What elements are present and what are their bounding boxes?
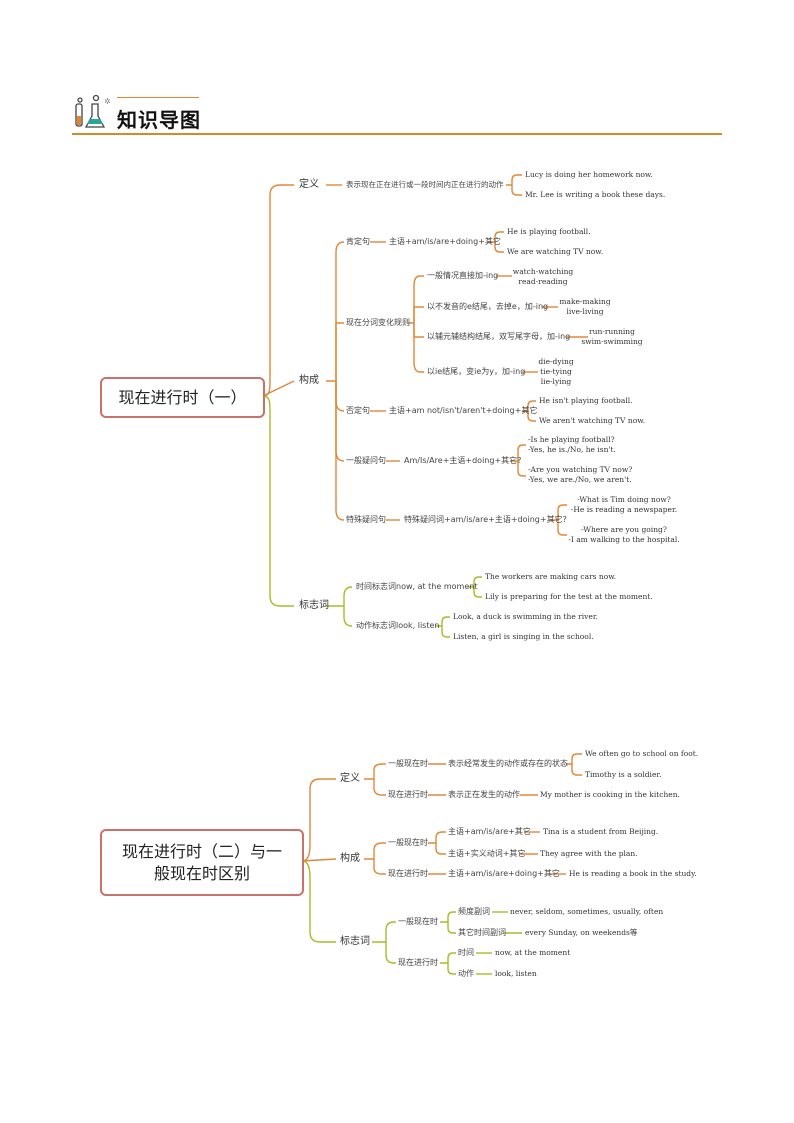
map2-def-gen: 一般现在时 [388,759,428,768]
map1-sig-time-ex2: Lily is preparing for the test at the mo… [485,592,653,601]
example-line: -I am walking to the hospital. [568,535,680,544]
map2-sig-prog-k2: 动作 [458,969,474,978]
map2-form-prog-rule: 主语+am/is/are+doing+其它 [448,869,560,878]
map1-sig-act-ex2: Listen, a girl is singing in the school. [453,632,594,641]
map1-aff-label: 肯定句 [346,237,370,246]
map2-sig-gen-v2: every Sunday, on weekends等 [525,928,638,937]
example-word: make-making [559,297,611,306]
map1-neg-ex1: He isn't playing football. [539,396,633,405]
map1-aff-ex2: We are watching TV now. [507,247,604,256]
map2-form-gen: 一般现在时 [388,838,428,847]
map1-part-r3-ex: run-running swim-swimming [578,327,646,347]
page-title: 知识导图 [117,108,201,132]
map1-neg-rule: 主语+am not/isn't/aren't+doing+其它 [389,406,538,415]
map2-form-gen-r1: 主语+am/is/are+其它 [448,827,531,836]
map1-root-label: 现在进行时（一） [118,387,247,407]
example-line: -He is reading a newspaper. [570,505,678,514]
map1-part-r3: 以辅元辅结构结尾，双写尾字母，加-ing [427,332,571,341]
map1-part-r2: 以不发音的e结尾，去掉e，加-ing [427,302,549,311]
map2-root: 现在进行时（二）与一 般现在时区别 [100,829,304,896]
map1-wh-rule: 特殊疑问词+am/is/are+主语+doing+其它? [404,515,567,524]
map2-form-gen-ex2: They agree with the plan. [540,849,638,858]
example-word: lie-lying [540,377,572,386]
example-line: -Yes, he is./No, he isn't. [528,445,616,454]
map2-sig-prog-v2: look, listen [495,969,537,978]
map1-form-label: 构成 [299,375,319,386]
map1-q-rule: Am/Is/Are+主语+doing+其它? [404,456,522,465]
map1-wh-ex: -What is Tim doing now? -He is reading a… [566,495,682,545]
map2-def-gen-ex2: Timothy is a soldier. [585,770,662,779]
map1-part-r1-ex: watch-watching read-reading [508,267,578,287]
map2-form-prog: 现在进行时 [388,869,428,878]
example-line: -What is Tim doing now? [577,495,671,504]
map2-def-label: 定义 [340,773,360,784]
map1-part-label: 现在分词变化规则 [346,318,410,327]
map2-def-gen-desc: 表示经常发生的动作或存在的状态 [448,759,568,768]
map2-def-gen-ex1: We often go to school on foot. [585,749,699,758]
map1-part-r4-ex: die-dying tie-tying lie-lying [530,357,582,387]
map1-def-desc: 表示现在正在进行或一段时间内正在进行的动作 [346,180,504,189]
map1-sig-label: 标志词 [299,600,329,611]
map2-form-label: 构成 [340,853,360,864]
map1-sig-time-ex1: The workers are making cars now. [485,572,617,581]
example-word: run-running [589,327,635,336]
map2-sig-prog-k1: 时间 [458,948,474,957]
map2-sig-gen-v1: never, seldom, sometimes, usually, often [510,907,664,916]
example-word: read-reading [518,277,568,286]
map2-def-prog: 现在进行时 [388,790,428,799]
map1-sig-time: 时间标志词now, at the moment [356,582,478,591]
map1-neg-label: 否定句 [346,406,370,415]
example-word: tie-tying [540,367,572,376]
example-word: watch-watching [512,267,574,276]
map2-sig-prog: 现在进行时 [398,958,438,967]
map1-neg-ex2: We aren't watching TV now. [539,416,646,425]
header-rule [72,133,722,135]
map2-sig-prog-v1: now, at the moment [495,948,571,957]
map2-root-line1: 现在进行时（二）与一 [121,841,282,861]
map1-q-ex: -Is he playing football? -Yes, he is./No… [528,435,632,485]
map2-form-prog-ex: He is reading a book in the study. [569,869,697,878]
map1-def-label: 定义 [299,179,319,190]
map1-part-r1: 一般情况直接加-ing [427,271,499,280]
map1-def-ex2: Mr. Lee is writing a book these days. [525,190,666,199]
example-line: -Yes, we are./No, we aren't. [528,475,632,484]
map2-sig-gen-k2: 其它时间副词 [458,928,506,937]
map2-def-prog-ex: My mother is cooking in the kitchen. [540,790,680,799]
header-top-rule [117,97,199,98]
map2-sig-gen-k1: 频度副词 [458,907,490,916]
map2-sig-label: 标志词 [340,936,370,947]
map2-form-gen-r2: 主语+实义动词+其它 [448,849,526,858]
map1-def-ex1: Lucy is doing her homework now. [525,170,653,179]
map1-root: 现在进行时（一） [100,377,265,418]
map1-part-r4: 以ie结尾，变ie为y，加-ing [427,367,526,376]
example-line: -Is he playing football? [528,435,615,444]
example-line: -Where are you going? [581,525,667,534]
example-word: live-living [566,307,604,316]
map1-aff-ex1: He is playing football. [507,227,591,236]
example-word: die-dying [538,357,574,366]
map1-wh-label: 特殊疑问句 [346,515,386,524]
map1-q-label: 一般疑问句 [346,456,386,465]
map1-sig-act-ex1: Look, a duck is swimming in the river. [453,612,598,621]
map1-part-r2-ex: make-making live-living [553,297,617,317]
map2-sig-gen: 一般现在时 [398,917,438,926]
map1-sig-act: 动作标志词look, listen [356,621,440,630]
map1-aff-rule: 主语+am/is/are+doing+其它 [389,237,501,246]
map2-form-gen-ex1: Tina is a student from Beijing. [543,827,659,836]
map2-root-line2: 般现在时区别 [153,863,250,883]
map2-def-prog-desc: 表示正在发生的动作 [448,790,520,799]
example-line: -Are you watching TV now? [528,465,633,474]
example-word: swim-swimming [581,337,643,346]
